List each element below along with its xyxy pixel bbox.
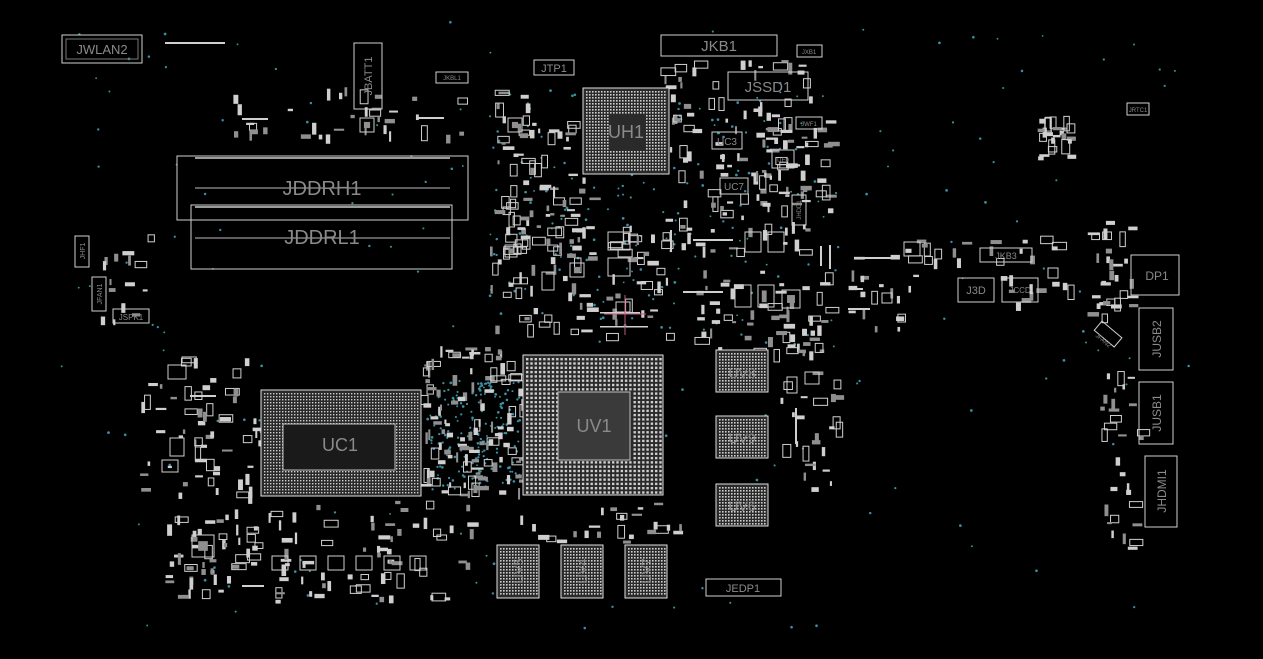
label-jddrl1: JDDRL1 (284, 227, 360, 249)
label-uv8: UV8 (728, 365, 755, 381)
ic-ue0[interactable]: UE0 (771, 149, 795, 169)
label-jkb1: JKB1 (701, 38, 737, 55)
label-jfan2: JFAN2 (1094, 333, 1112, 350)
label-uh1: UH1 (608, 122, 644, 142)
connector-jkb1[interactable]: JKB1 (660, 34, 778, 57)
label-j3d: J3D (966, 285, 986, 297)
memory-uv6-balls (719, 487, 766, 525)
ic-uc3[interactable]: UC3 (711, 131, 743, 150)
connector-jhf1[interactable]: JHF1 (74, 235, 90, 268)
connector-jedp1[interactable]: JEDP1 (705, 578, 782, 597)
memory-uv6[interactable]: UV6 (715, 483, 769, 527)
connector-jhdmi1[interactable]: JHDMI1 (1144, 455, 1178, 528)
label-uv1: UV1 (576, 416, 611, 436)
memory-uv8[interactable]: UV8 (715, 349, 769, 393)
connector-jusb2[interactable]: JUSB2 (1138, 307, 1174, 371)
connector-jwlan2[interactable]: JWLAN2 (61, 34, 143, 64)
connector-jkbl1[interactable]: JKBL1 (435, 71, 469, 84)
label-jtp1: JTP1 (541, 63, 567, 75)
label-jfan1: JFAN1 (97, 283, 104, 304)
connector-jwf1[interactable]: JWF1 (795, 116, 823, 130)
label-uv4: UV4 (575, 558, 590, 583)
label-jxb1: JXB1 (802, 50, 817, 56)
slot-jddrl1[interactable]: JDDRL1 (190, 204, 453, 270)
label-uv9: UV9 (728, 430, 755, 446)
label-jddrh1: JDDRH1 (283, 178, 362, 200)
label-jssd1: JSSD1 (745, 79, 792, 96)
memory-uv9[interactable]: UV9 (715, 415, 769, 459)
connector-j3d[interactable]: J3D (957, 277, 995, 303)
memory-uv8-balls (719, 353, 766, 391)
connector-jbatt1[interactable]: JBATT1 (353, 42, 383, 110)
label-jkb3: JKB3 (995, 251, 1017, 261)
label-jusb1: JUSB1 (1150, 394, 1164, 432)
slot-jddrh1[interactable]: JDDRH1 (176, 155, 469, 221)
label-jusb2: JUSB2 (1150, 320, 1164, 358)
label-jspk1: JSPK1 (119, 313, 144, 322)
connector-dp1[interactable]: DP1 (1130, 254, 1180, 296)
label-uv6: UV6 (728, 498, 755, 514)
passive-component-layer (100, 60, 1151, 604)
label-jkbl1: JKBL1 (443, 76, 461, 82)
bga-uc1[interactable]: UC1 (260, 389, 422, 497)
memory-uv9-balls (719, 419, 766, 457)
label-jbatt1: JBATT1 (363, 57, 375, 96)
label-ue0: UE0 (777, 158, 789, 164)
bga-uv1-balls (526, 358, 662, 494)
connector-jccd[interactable]: JCCD (1001, 277, 1039, 303)
crosshair-marker (604, 295, 646, 335)
ic-uc7[interactable]: UC7 (719, 177, 749, 195)
connector-jhdd1[interactable]: JHDD1 (791, 194, 807, 226)
memory-uv7-balls (628, 548, 666, 595)
memory-uv5[interactable]: UV5 (496, 544, 540, 599)
connector-jusb1[interactable]: JUSB1 (1138, 381, 1174, 445)
connector-jfan1[interactable]: JFAN1 (91, 276, 107, 312)
label-jhf1: JHF1 (80, 243, 87, 260)
label-jhdmi1: JHDMI1 (1155, 469, 1169, 513)
memory-uv7[interactable]: UV7 (624, 544, 668, 599)
bga-uh1-balls (586, 91, 666, 171)
label-uc1: UC1 (322, 435, 358, 455)
label-jhdd1: JHDD1 (797, 200, 803, 220)
memory-uv4-balls (564, 548, 602, 595)
label-jccd: JCCD (1009, 286, 1031, 295)
connector-jxb1[interactable]: JXB1 (796, 44, 823, 58)
label-uv5: UV5 (511, 558, 526, 583)
label-jrtc1: JRTC1 (1129, 108, 1148, 114)
connector-jfan2[interactable]: JFAN2 (1093, 320, 1123, 350)
label-uc7: UC7 (724, 182, 744, 193)
connector-jkb3[interactable]: JKB3 (979, 247, 1033, 263)
bga-uv1[interactable]: UV1 (522, 354, 664, 496)
connector-jrtc1[interactable]: JRTC1 (1126, 102, 1150, 116)
memory-uv5-balls (500, 548, 538, 595)
trace-stub (165, 42, 225, 44)
label-uc3: UC3 (717, 137, 737, 148)
label-jwlan2: JWLAN2 (76, 42, 127, 57)
label-uv7: UV7 (639, 558, 654, 583)
label-dp1: DP1 (1145, 269, 1169, 283)
connector-jspk1[interactable]: JSPK1 (112, 308, 150, 324)
connector-jssd1[interactable]: JSSD1 (727, 71, 809, 101)
memory-uv4[interactable]: UV4 (560, 544, 604, 599)
label-jwf1: JWF1 (801, 122, 817, 128)
connector-jtp1[interactable]: JTP1 (533, 59, 575, 76)
bga-uh1[interactable]: UH1 (582, 87, 670, 175)
label-jedp1: JEDP1 (726, 583, 760, 595)
